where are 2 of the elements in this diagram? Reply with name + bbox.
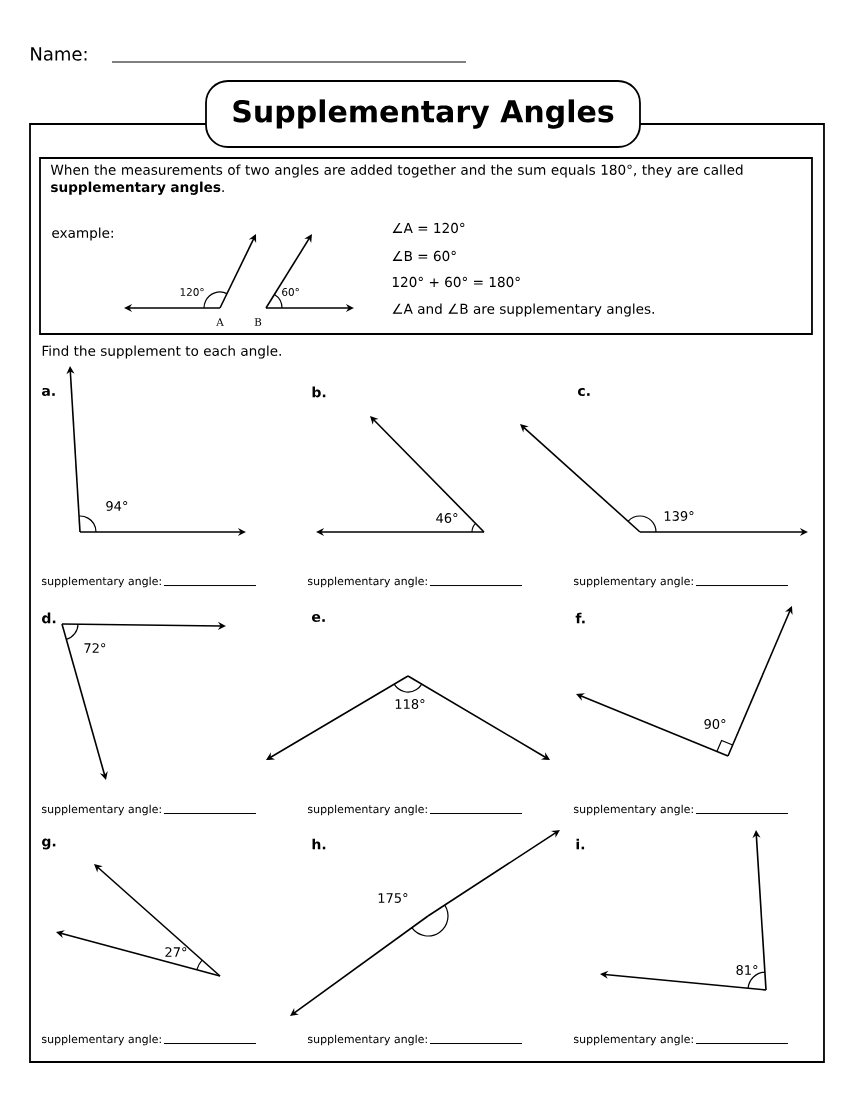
title-banner: Supplementary Angles xyxy=(205,80,641,148)
label-text: Name: xyxy=(31,47,87,61)
